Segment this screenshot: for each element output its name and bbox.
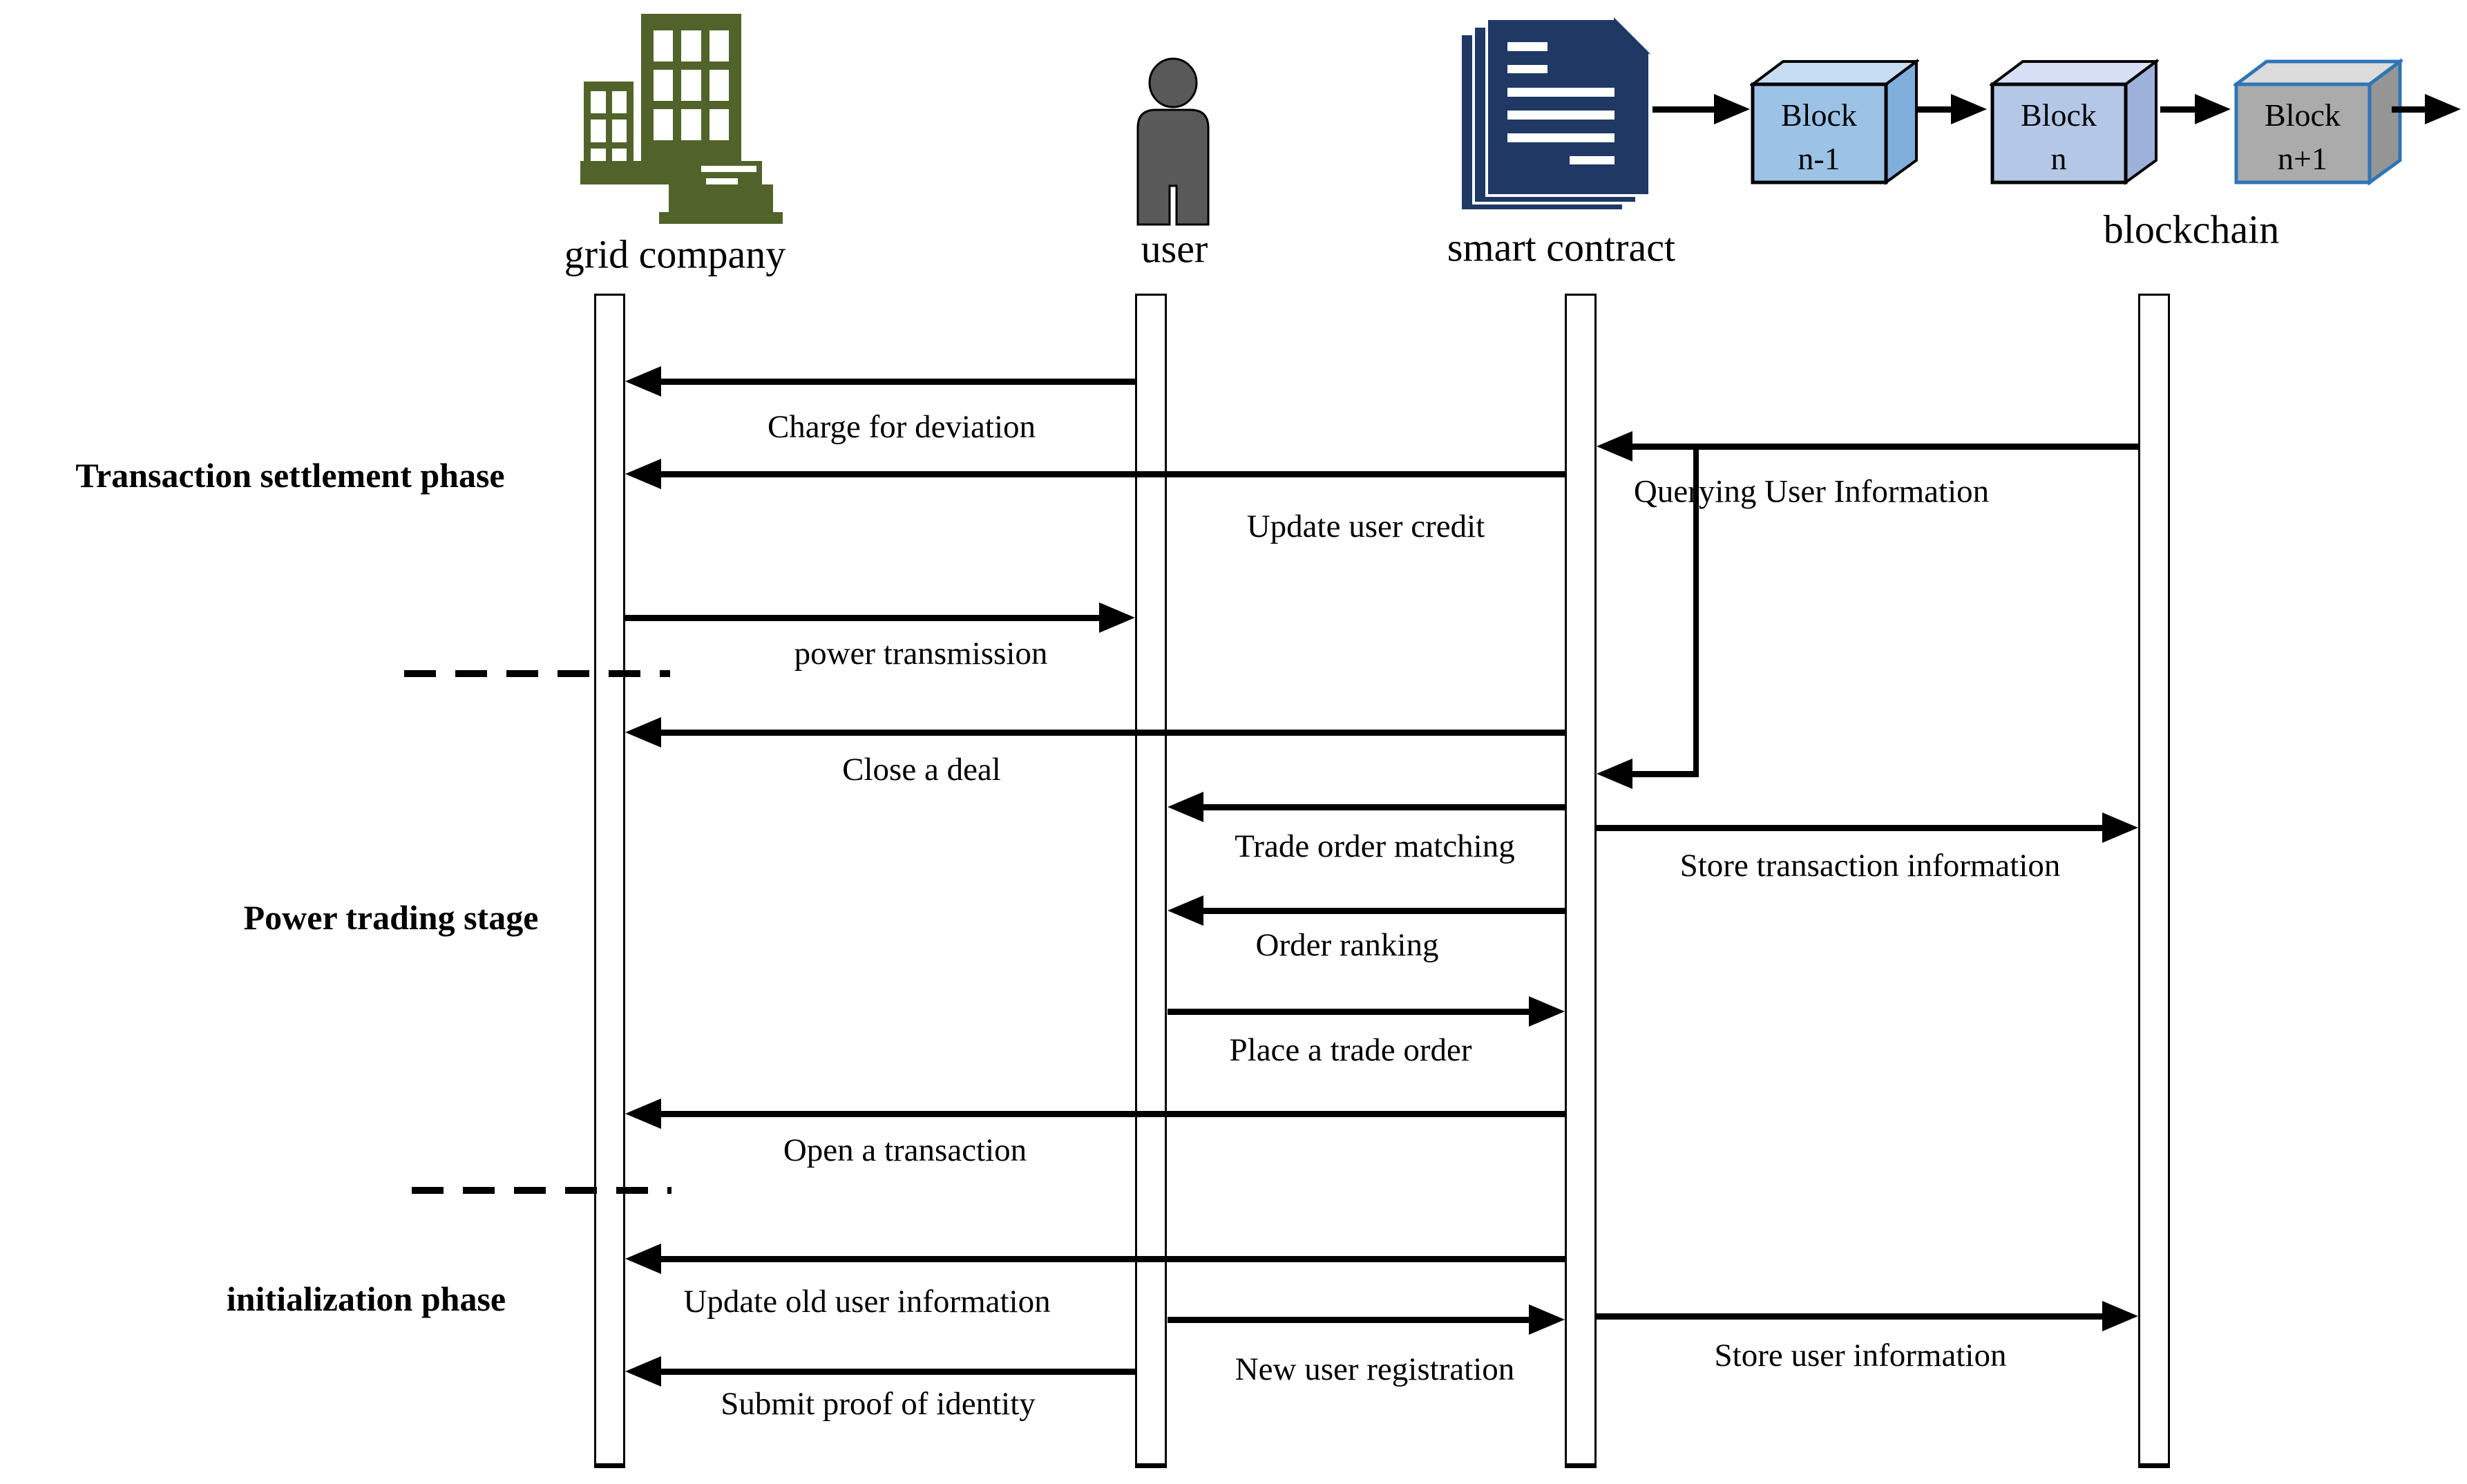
block-subtitle: n+1 <box>2278 141 2327 176</box>
message-label-new-user-registration: New user registration <box>1235 1351 1515 1387</box>
building-window <box>611 120 627 142</box>
phase-divider <box>412 1187 671 1194</box>
chain-arrow <box>2160 94 2231 124</box>
lifeline-blockchain <box>2138 294 2170 1468</box>
message-label-power-transmission: power transmission <box>794 636 1048 672</box>
lifeline-grid-company <box>594 294 625 1468</box>
block-subtitle: n <box>2051 141 2067 176</box>
block-n-plus-1-cube: Block n+1 <box>2233 59 2403 185</box>
chain-arrow <box>1652 94 1750 124</box>
building-right-tower <box>641 14 741 161</box>
building-window <box>681 70 701 101</box>
message-arrow-charge-for-deviation <box>625 366 1135 397</box>
building-pedestal <box>669 184 773 212</box>
message-label-store-transaction-information: Store transaction information <box>1679 848 2061 884</box>
message-arrow-open-a-transaction <box>625 1098 1565 1129</box>
block-title: Block <box>2265 97 2341 133</box>
actor-label-smart-contract: smart contract <box>1447 225 1676 270</box>
building-icon <box>580 12 784 224</box>
block-n-cube: Block n <box>1990 59 2159 185</box>
building-window <box>591 91 606 114</box>
message-arrow-close-a-deal <box>625 717 1565 748</box>
message-label-trade-order-matching: Trade order matching <box>1235 828 1515 864</box>
building-window <box>611 91 627 114</box>
message-label-charge-for-deviation: Charge for deviation <box>767 409 1036 445</box>
message-arrow-submit-proof-of-identity <box>625 1356 1135 1387</box>
actor-label-user: user <box>1141 226 1208 272</box>
message-label-querying-user-information: Querying User Information <box>1633 473 1990 510</box>
message-label-store-user-information: Store user information <box>1714 1338 2007 1373</box>
lifeline-smart-contract <box>1565 294 1597 1468</box>
message-label-update-old-user-information: Update old user information <box>683 1284 1051 1320</box>
phase-divider <box>404 670 670 677</box>
message-label-update-user-credit: Update user credit <box>1246 508 1485 544</box>
message-arrow-power-transmission <box>625 602 1135 633</box>
message-arrow-new-user-registration <box>1168 1304 1565 1335</box>
actor-label-blockchain: blockchain <box>2103 207 2280 252</box>
message-arrow-update-user-credit <box>625 459 1565 489</box>
person-icon <box>1136 57 1210 226</box>
block-title: Block <box>2021 97 2097 133</box>
building-window <box>681 30 701 61</box>
querying-return-arrow <box>1597 759 1699 789</box>
message-label-order-ranking: Order ranking <box>1255 927 1439 963</box>
message-arrow-trade-order-matching <box>1168 792 1565 822</box>
message-arrow-place-a-trade-order <box>1168 996 1565 1027</box>
message-label-submit-proof-of-identity: Submit proof of identity <box>721 1386 1036 1422</box>
phase-label-power-trading: Power trading stage <box>243 898 539 937</box>
querying-connector-line <box>1693 446 1699 777</box>
phase-label-transaction-settlement: Transaction settlement phase <box>75 456 505 495</box>
building-window <box>681 109 701 140</box>
building-window <box>654 30 674 61</box>
building-window <box>591 120 606 142</box>
building-window <box>654 70 674 101</box>
chain-arrow <box>2392 94 2461 124</box>
block-title: Block <box>1781 97 1857 133</box>
actor-label-grid-company: grid company <box>564 231 786 277</box>
building-window <box>654 109 674 140</box>
phase-label-initialization: initialization phase <box>226 1280 506 1318</box>
message-label-open-a-transaction: Open a transaction <box>783 1132 1027 1168</box>
building-window <box>709 30 729 61</box>
building-window <box>709 109 729 140</box>
message-arrow-store-transaction-information <box>1597 812 2138 843</box>
message-arrow-update-old-user-information <box>625 1244 1565 1274</box>
message-label-close-a-deal: Close a deal <box>842 752 1001 788</box>
building-window <box>709 70 729 101</box>
document-page <box>1485 17 1651 197</box>
message-arrow-order-ranking <box>1168 895 1565 926</box>
message-label-place-a-trade-order: Place a trade order <box>1229 1032 1472 1068</box>
lifeline-user <box>1135 294 1167 1468</box>
block-n-minus-1-cube: Block n-1 <box>1750 59 1919 185</box>
chain-arrow <box>1915 94 1987 124</box>
message-arrow-querying-user-information <box>1597 431 2138 462</box>
block-subtitle: n-1 <box>1798 141 1840 176</box>
message-arrow-store-user-information <box>1597 1301 2138 1331</box>
